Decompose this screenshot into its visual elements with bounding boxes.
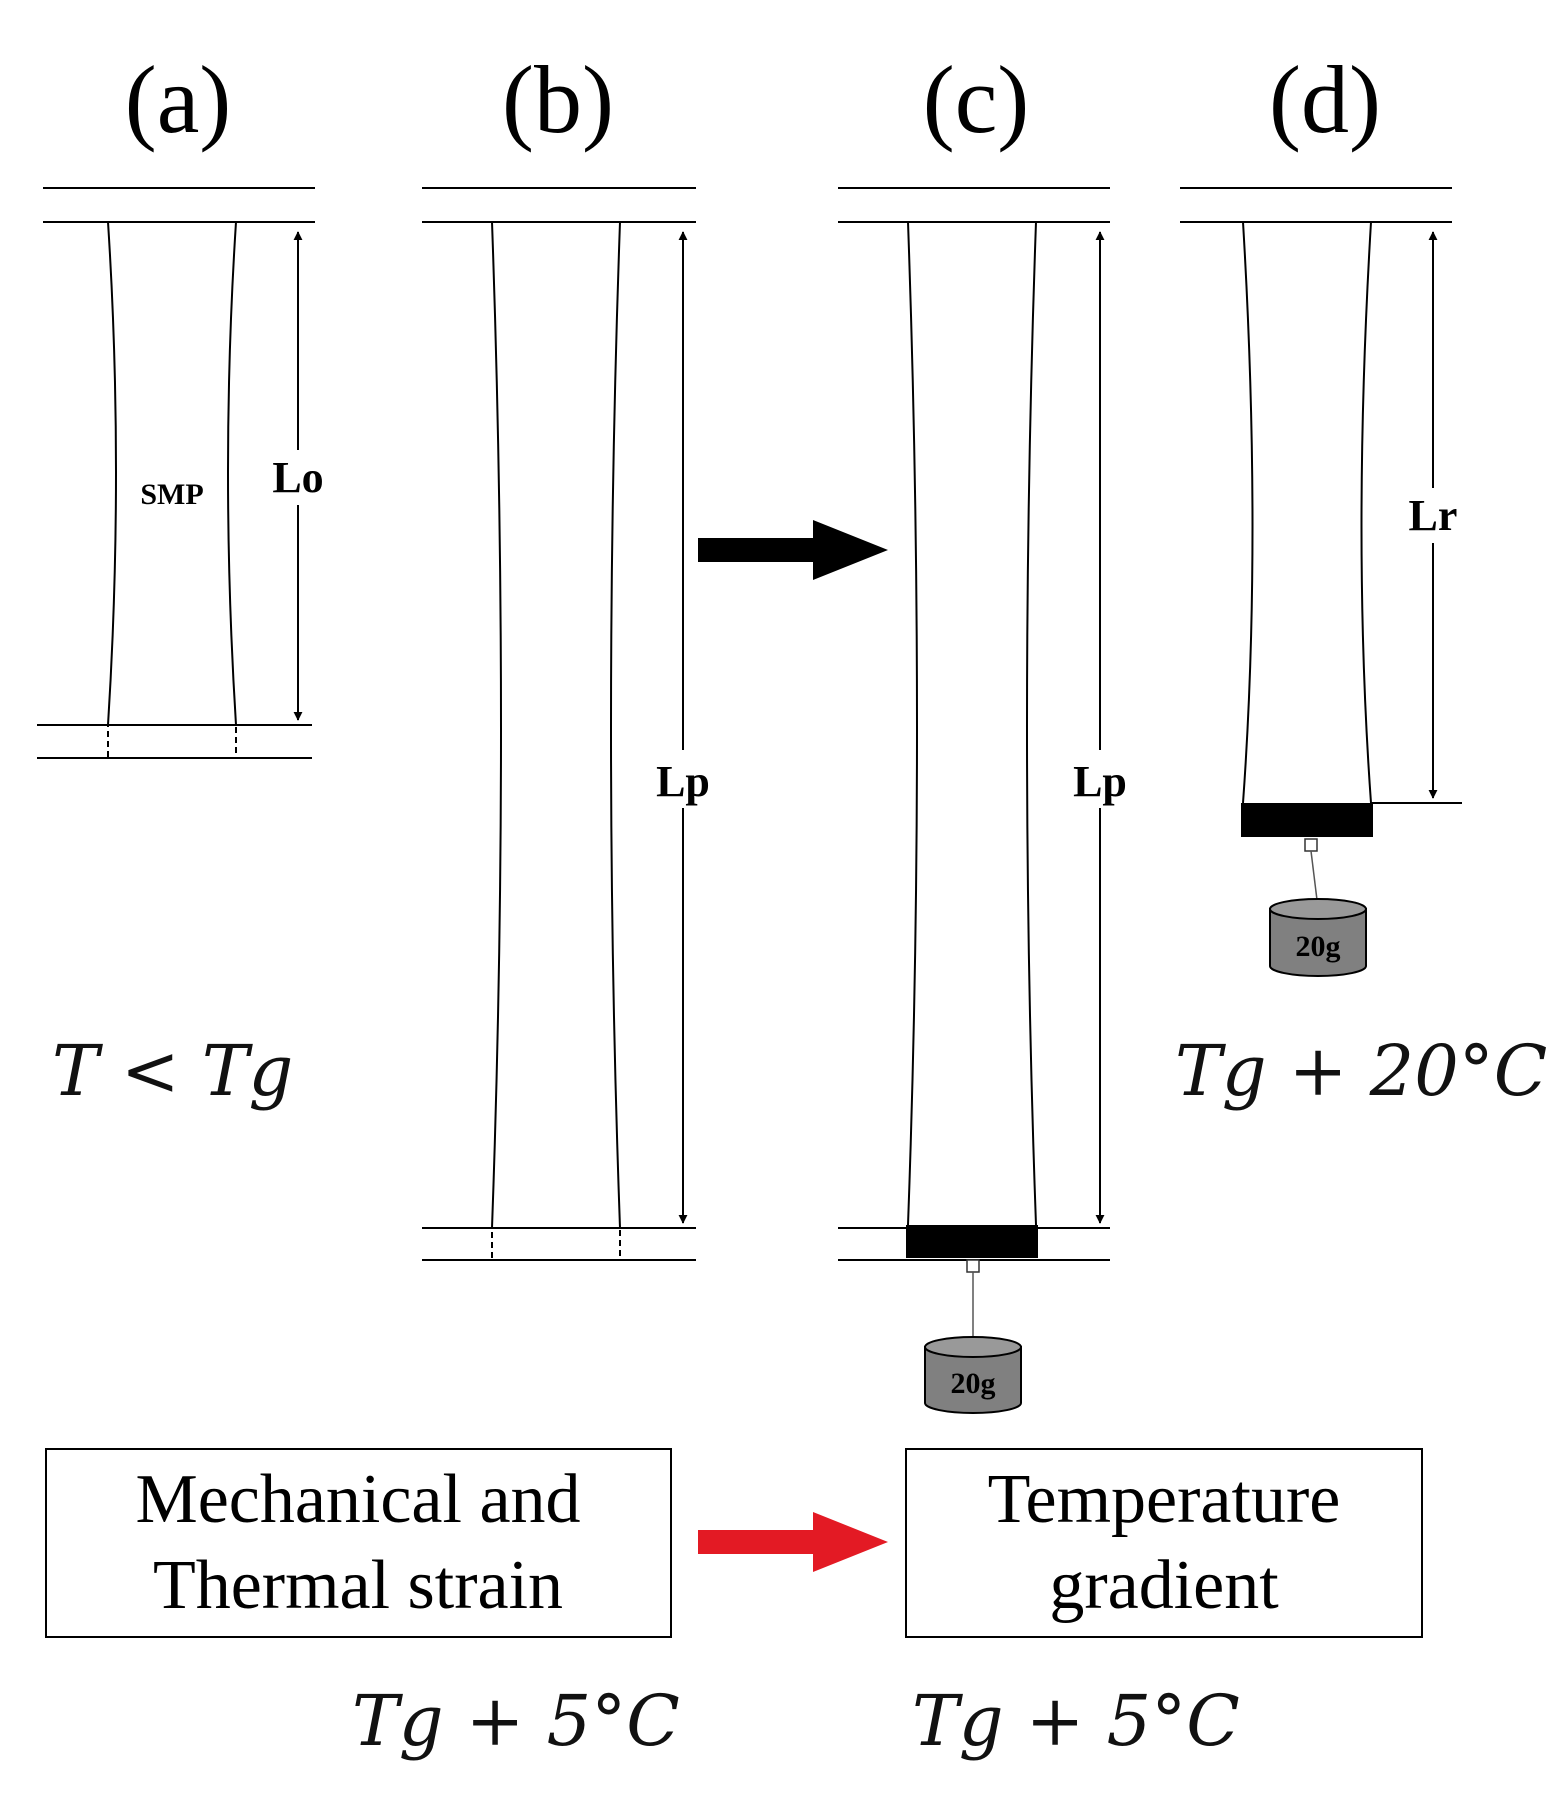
hook bbox=[966, 1259, 980, 1273]
hanging-weight-d bbox=[1269, 838, 1367, 977]
process-box-right-line2: gradient bbox=[1049, 1547, 1279, 1624]
temp-label-left-box: Tg + 5°C bbox=[352, 1680, 680, 1762]
process-arrow bbox=[698, 520, 888, 580]
length-label-lo: Lo bbox=[272, 453, 323, 502]
length-label-lp-b: Lp bbox=[656, 757, 710, 806]
panel-b-label: (b) bbox=[502, 46, 614, 153]
panel-b bbox=[422, 187, 696, 1261]
specimen-right-edge bbox=[1026, 221, 1037, 1226]
specimen-left-edge bbox=[491, 221, 502, 1229]
specimen-right-edge bbox=[227, 221, 237, 726]
weight-top bbox=[924, 1336, 1022, 1358]
bottom-grip-block bbox=[1241, 803, 1373, 837]
panel-c bbox=[838, 187, 1110, 1261]
specimen-right-edge bbox=[1360, 221, 1372, 804]
hanging-weight-c bbox=[924, 1259, 1022, 1414]
bottom-grip-block bbox=[906, 1225, 1038, 1258]
temp-label-a: T < Tg bbox=[52, 1030, 293, 1112]
specimen-right-edge bbox=[610, 221, 621, 1229]
length-label-lp-c: Lp bbox=[1073, 757, 1127, 806]
specimen-left-edge bbox=[907, 221, 918, 1226]
panel-d-label: (d) bbox=[1269, 46, 1381, 153]
temp-label-right-box: Tg + 5°C bbox=[912, 1680, 1240, 1762]
bottom-grip-outline bbox=[491, 1227, 621, 1261]
process-box-left-line2: Thermal strain bbox=[153, 1547, 563, 1624]
process-box-right-line1: Temperature bbox=[988, 1461, 1341, 1538]
hook bbox=[1304, 838, 1318, 852]
bottom-grip-outline bbox=[107, 724, 237, 759]
mass-label-d: 20g bbox=[1296, 930, 1341, 963]
specimen-label: SMP bbox=[140, 478, 203, 511]
process-box-right bbox=[905, 1448, 1423, 1638]
specimen-left-edge bbox=[1242, 221, 1254, 804]
process-box-left bbox=[45, 1448, 672, 1638]
panel-d bbox=[1180, 187, 1462, 804]
panel-a bbox=[37, 187, 315, 759]
wire bbox=[1310, 850, 1318, 901]
weight-body bbox=[1269, 908, 1367, 977]
weight-top bbox=[1269, 898, 1367, 920]
process-arrow-red bbox=[698, 1512, 888, 1572]
process-box-left-line1: Mechanical and bbox=[135, 1461, 580, 1538]
weight-body bbox=[924, 1346, 1022, 1414]
mass-label-c: 20g bbox=[951, 1367, 996, 1400]
panel-c-label: (c) bbox=[923, 46, 1030, 153]
panel-a-label: (a) bbox=[125, 46, 232, 153]
length-label-lr: Lr bbox=[1409, 491, 1458, 540]
specimen-left-edge bbox=[107, 221, 117, 726]
temp-label-d: Tg + 20°C bbox=[1175, 1030, 1547, 1112]
